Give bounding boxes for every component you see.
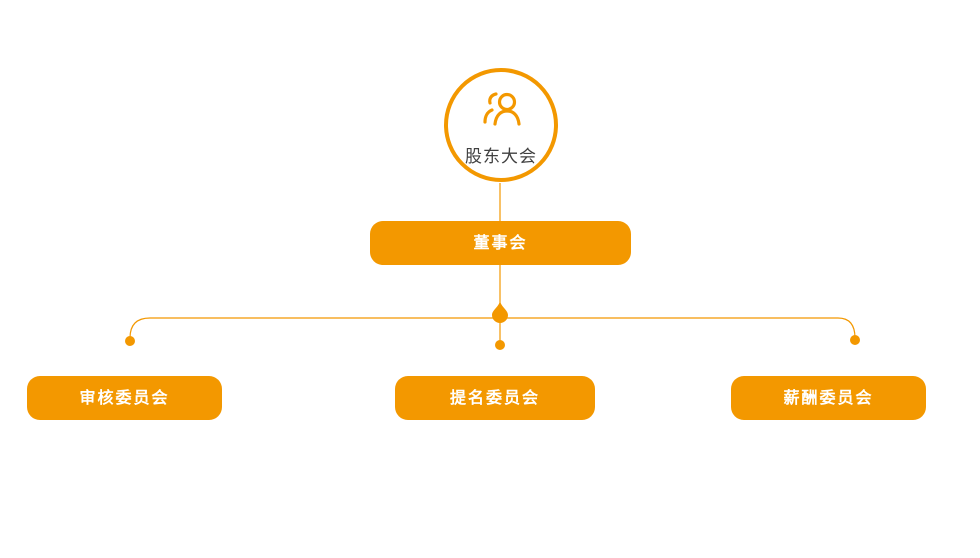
audit-committee-node: 审核委员会 [27, 376, 222, 420]
board-of-directors-node: 董事会 [370, 221, 631, 265]
remuneration-committee-node: 薪酬委员会 [731, 376, 926, 420]
branch-drop [492, 300, 508, 323]
people-icon [483, 92, 521, 126]
branch-dot-center [495, 340, 505, 350]
nomination-committee-node: 提名委员会 [395, 376, 595, 420]
branch-dot-right [850, 335, 860, 345]
branch-dot-left [125, 336, 135, 346]
branch-horizontal-line [129, 317, 856, 339]
shareholders-meeting-node: 股东大会 [444, 68, 558, 182]
shareholders-meeting-label: 股东大会 [465, 147, 537, 167]
